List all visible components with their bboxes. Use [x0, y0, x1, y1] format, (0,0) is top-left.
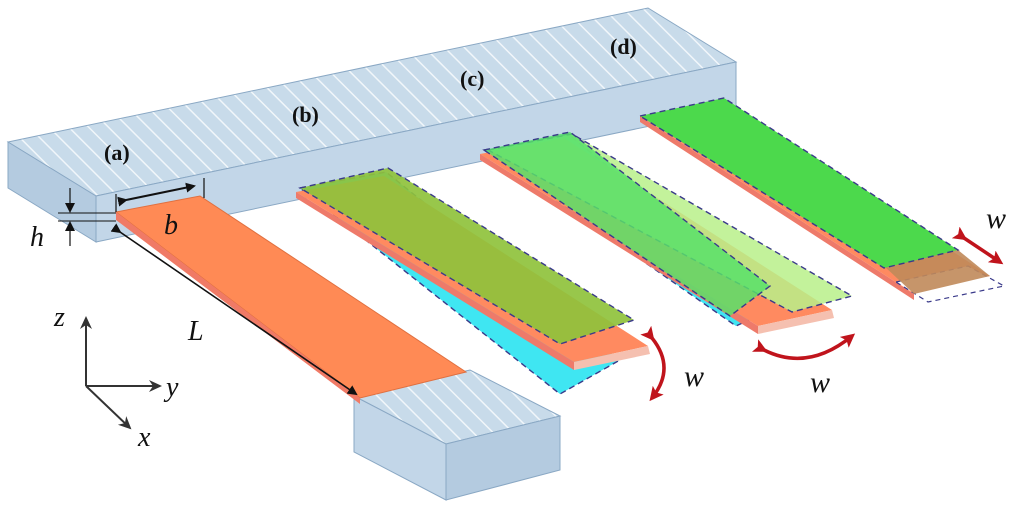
beam-c [480, 131, 854, 334]
beam-b [296, 167, 650, 395]
b-dimension-arrow [117, 182, 196, 207]
symbol-w-beam-c: w [810, 366, 830, 399]
beam-c-body-end [758, 310, 834, 334]
symbol-h: h [30, 222, 44, 253]
beam-c-body-edge [480, 154, 758, 334]
symbol-L: L [187, 316, 204, 347]
L-dimension-arrow [110, 223, 358, 396]
end-support-side-face [445, 415, 561, 501]
coordinate-axes [80, 316, 162, 430]
symbol-b: b [164, 210, 178, 241]
panel-label-a: (a) [104, 140, 130, 165]
panel-label-b: (b) [292, 102, 319, 127]
mode-arrows [640, 226, 1004, 402]
symbol-w-beam-b: w [684, 360, 704, 393]
axis-label-x: x [137, 422, 151, 453]
beam-b-body-end [574, 346, 650, 370]
dimension-annotations [58, 178, 358, 396]
axis-label-y: y [163, 372, 179, 403]
panel-label-c: (c) [460, 66, 484, 91]
beam-d-body-edge [640, 116, 914, 300]
beam-b-mode-upper [298, 167, 636, 345]
beam-d [638, 97, 1006, 303]
fixed-support-block [6, 7, 738, 243]
beam-c-mode-mid [482, 131, 772, 317]
panel-label-d: (d) [610, 34, 637, 59]
beam-c-vibration-arrow [751, 333, 856, 361]
x-axis-arrow [85, 385, 132, 430]
axis-label-z: z [53, 302, 65, 333]
beam-d-vibration-arrow [951, 226, 1004, 265]
symbol-w-beam-d: w [986, 202, 1006, 235]
beam-b-body-edge [296, 192, 574, 370]
end-support-block [352, 369, 562, 501]
beam-b-vibration-arrow [640, 325, 666, 402]
support-end-face [7, 141, 97, 243]
